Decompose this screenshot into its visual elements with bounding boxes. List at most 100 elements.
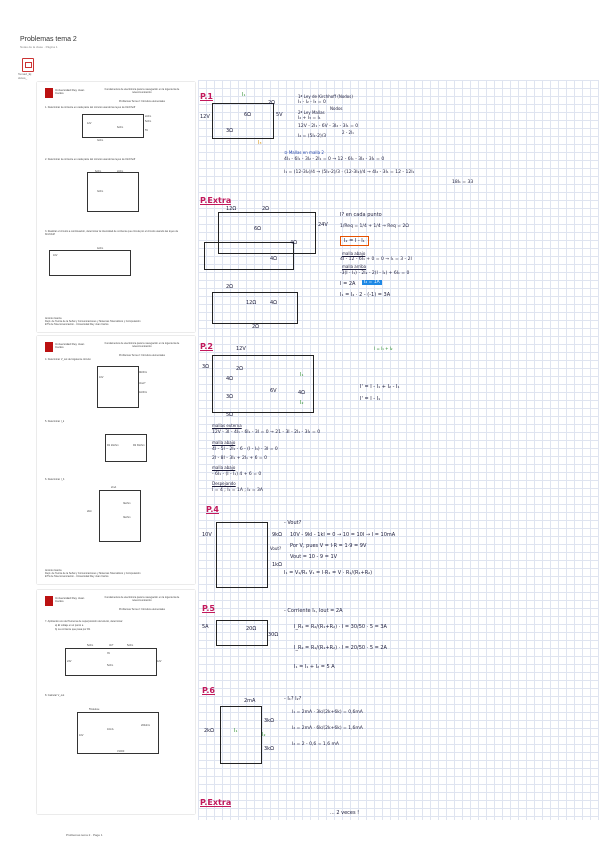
note-highlight: I₂ = 1A [362,280,382,285]
circuit-label: 1kΩ [272,562,282,568]
note-line: 1ª Ley de Kirchhoff (Nodos) [298,94,353,99]
circuit-label: I₃ [258,140,262,146]
circuit-label: 4Ω [298,390,306,396]
note-line: 1/Req = 1/4 + 1/4 → Req = 2Ω [340,224,409,229]
circuit-label: 2kΩ [204,728,214,734]
circuit-label: 3kohm [123,502,131,505]
circuit-label: 20Ω [246,626,257,632]
circuit-label: 3ohm [97,139,104,142]
bottom-label: Problemas tema 2 · Page 1 [66,833,103,837]
circuit-drawing-p4 [216,522,268,588]
circuit-label: 3kΩ [264,718,274,724]
note-line: I = 4 ; I₁ = 1A ; I₂ = 3A [212,488,263,493]
circuit-label: 3kΩ [264,746,274,752]
problem-title-p4: P.4 [206,505,219,514]
circuit-label: 12V [157,660,162,663]
note-line: I₁ = 2mA · 3k/(2k+6k) = 0,6mA [292,710,363,715]
note-line: - Corriente I₁, Iout = 2A [284,608,343,614]
note-line: I₂ + I₃ = I₁ [298,116,321,121]
page-subheader: Problemas Tema 2: Circuitos elementales [118,354,166,357]
page-title: Problemas tema 2 [20,36,77,43]
circuit-label: 5Vdeluxe [89,708,100,711]
circuit-label: 6ohm [95,170,102,173]
circuit-label: 4Ω [290,240,298,246]
exercise-2: 2. Determinar la corriente en cada parte… [45,158,136,161]
circuit-label: 5V [276,112,283,118]
note-line: mallas externa [212,423,242,428]
circuit-5 [105,434,147,462]
circuit-drawing-p1 [212,103,274,139]
circuit-3 [49,250,131,276]
circuit-label: 5ohm [127,644,134,647]
note-line: 18I₁ = 33 [452,180,474,185]
note-line: - Vout? [284,520,302,526]
circuit-drawing-p6 [220,706,262,764]
circuit-label: 2mA [244,698,256,704]
circuit-drawing-p2 [212,355,314,413]
note-line: malla abajo [342,251,366,256]
circuit-label: 6Ω [254,226,262,232]
note-line: I = I₁ + I₂ [374,346,393,351]
circuit-label: V1000 [117,750,125,753]
circuit-label: 3V [107,652,111,655]
circuit-label: I₁ [234,728,238,734]
problem-title-p2: P.2 [200,342,213,351]
note-line: I₂ = 2 - 0,6 = 1,6 mA [292,742,339,747]
circuit-label: 10V [99,376,104,379]
note-line: I₁ = (12-3I₂)/4 → (5I₁-2)/3 · (12-3I₂)/4… [284,170,415,175]
circuit-label: 2kΩ [87,510,92,513]
circuit-label: 4Ω [270,256,278,262]
circuit-label: 2mA [111,486,117,489]
page-header: Fundamentos de electrónica para la naveg… [104,596,180,602]
circuit-label: 200ohm [141,724,151,727]
circuit-label: 9kΩ [272,532,282,538]
pdf-page-1: Universidad Rey Juan Carlos Fundamentos … [37,82,195,332]
note-line: I₁ = I₁ + I₂ = 5 A [294,664,335,670]
note-line: - I₁? I₂? [284,696,302,702]
circuit-label: 6Ω [244,112,252,118]
problem-title-pextra-2: P.Extra [200,798,232,807]
exercise-8: 8. Calcular V_out [45,694,65,697]
university-logo [45,596,53,606]
circuit-label: R1 20ohm [107,444,119,447]
circuit-8 [77,712,159,754]
circuit-label: 1kOhm [139,391,148,394]
problem-title-p5: P.5 [202,604,215,613]
note-line: 2I - 8I - 3I₁ + 2I₁ + 6 = 0 [212,456,267,461]
circuit-label: 2Ω [252,324,260,330]
note-line: ... 2 veces ! [330,810,360,816]
note-line: - 6I₁ - (I - I₁) 4 + 6 = 0 [212,472,262,477]
circuit-label: 10V [53,254,58,257]
circuit-label: 9kOhm [139,371,148,374]
note-line: Nodos [330,106,343,111]
circuit-7 [65,648,157,676]
circuit-label: 2ohm [145,115,152,118]
circuit-label: 5Ω [226,412,234,418]
circuit-label: 2Ω [262,206,270,212]
circuit-label: 3Ω [226,128,234,134]
circuit-2 [87,172,139,212]
circuit-label: 30Ω [268,632,279,638]
exercise-4: 4. Determinar V_out del siguiente circui… [45,358,91,361]
note-line: I₁ = V₁/R₁ V₁ = I·R₁ = V · R₁/(R₁+R₂) [284,570,373,576]
note-line: I₂ = (5I₁-2)/3 [298,134,327,139]
circuit-label: 12Ω [246,300,257,306]
note-line: Vout = 10 - 9 = 1V [290,554,338,560]
note-line: malla abajo [212,440,236,445]
circuit-label: 3ohm [97,190,104,193]
exercise-7: 7. Aplicando uno del Teorema de superpos… [45,620,124,623]
circuit-label: Vout? [270,546,282,551]
circuit-label: 12V [87,122,92,125]
note-line: -3(I - I₁) - 2I₂ - 2(I - I₁) + 6I₁ = 0 [340,271,410,276]
pdf-page-2: Universidad Rey Juan Carlos Fundamentos … [37,336,195,584]
pdf-attachment-icon[interactable] [22,58,34,72]
circuit-label: I₁ [300,372,304,378]
exercise-7b: b) La corriente que pasa por R1 [55,628,91,631]
page-header: Fundamentos de electrónica para la naveg… [104,342,180,348]
note-line: I = 2A [340,281,356,287]
note-line: malla arriba [342,264,367,269]
page-subheader: Problemas Tema 2: Circuitos elementales [118,100,166,103]
circuit-label: 12V [200,114,210,120]
exercise-3: 3. Realizar el circuito a continuación, … [45,230,179,236]
circuit-label: 5V [145,129,149,132]
